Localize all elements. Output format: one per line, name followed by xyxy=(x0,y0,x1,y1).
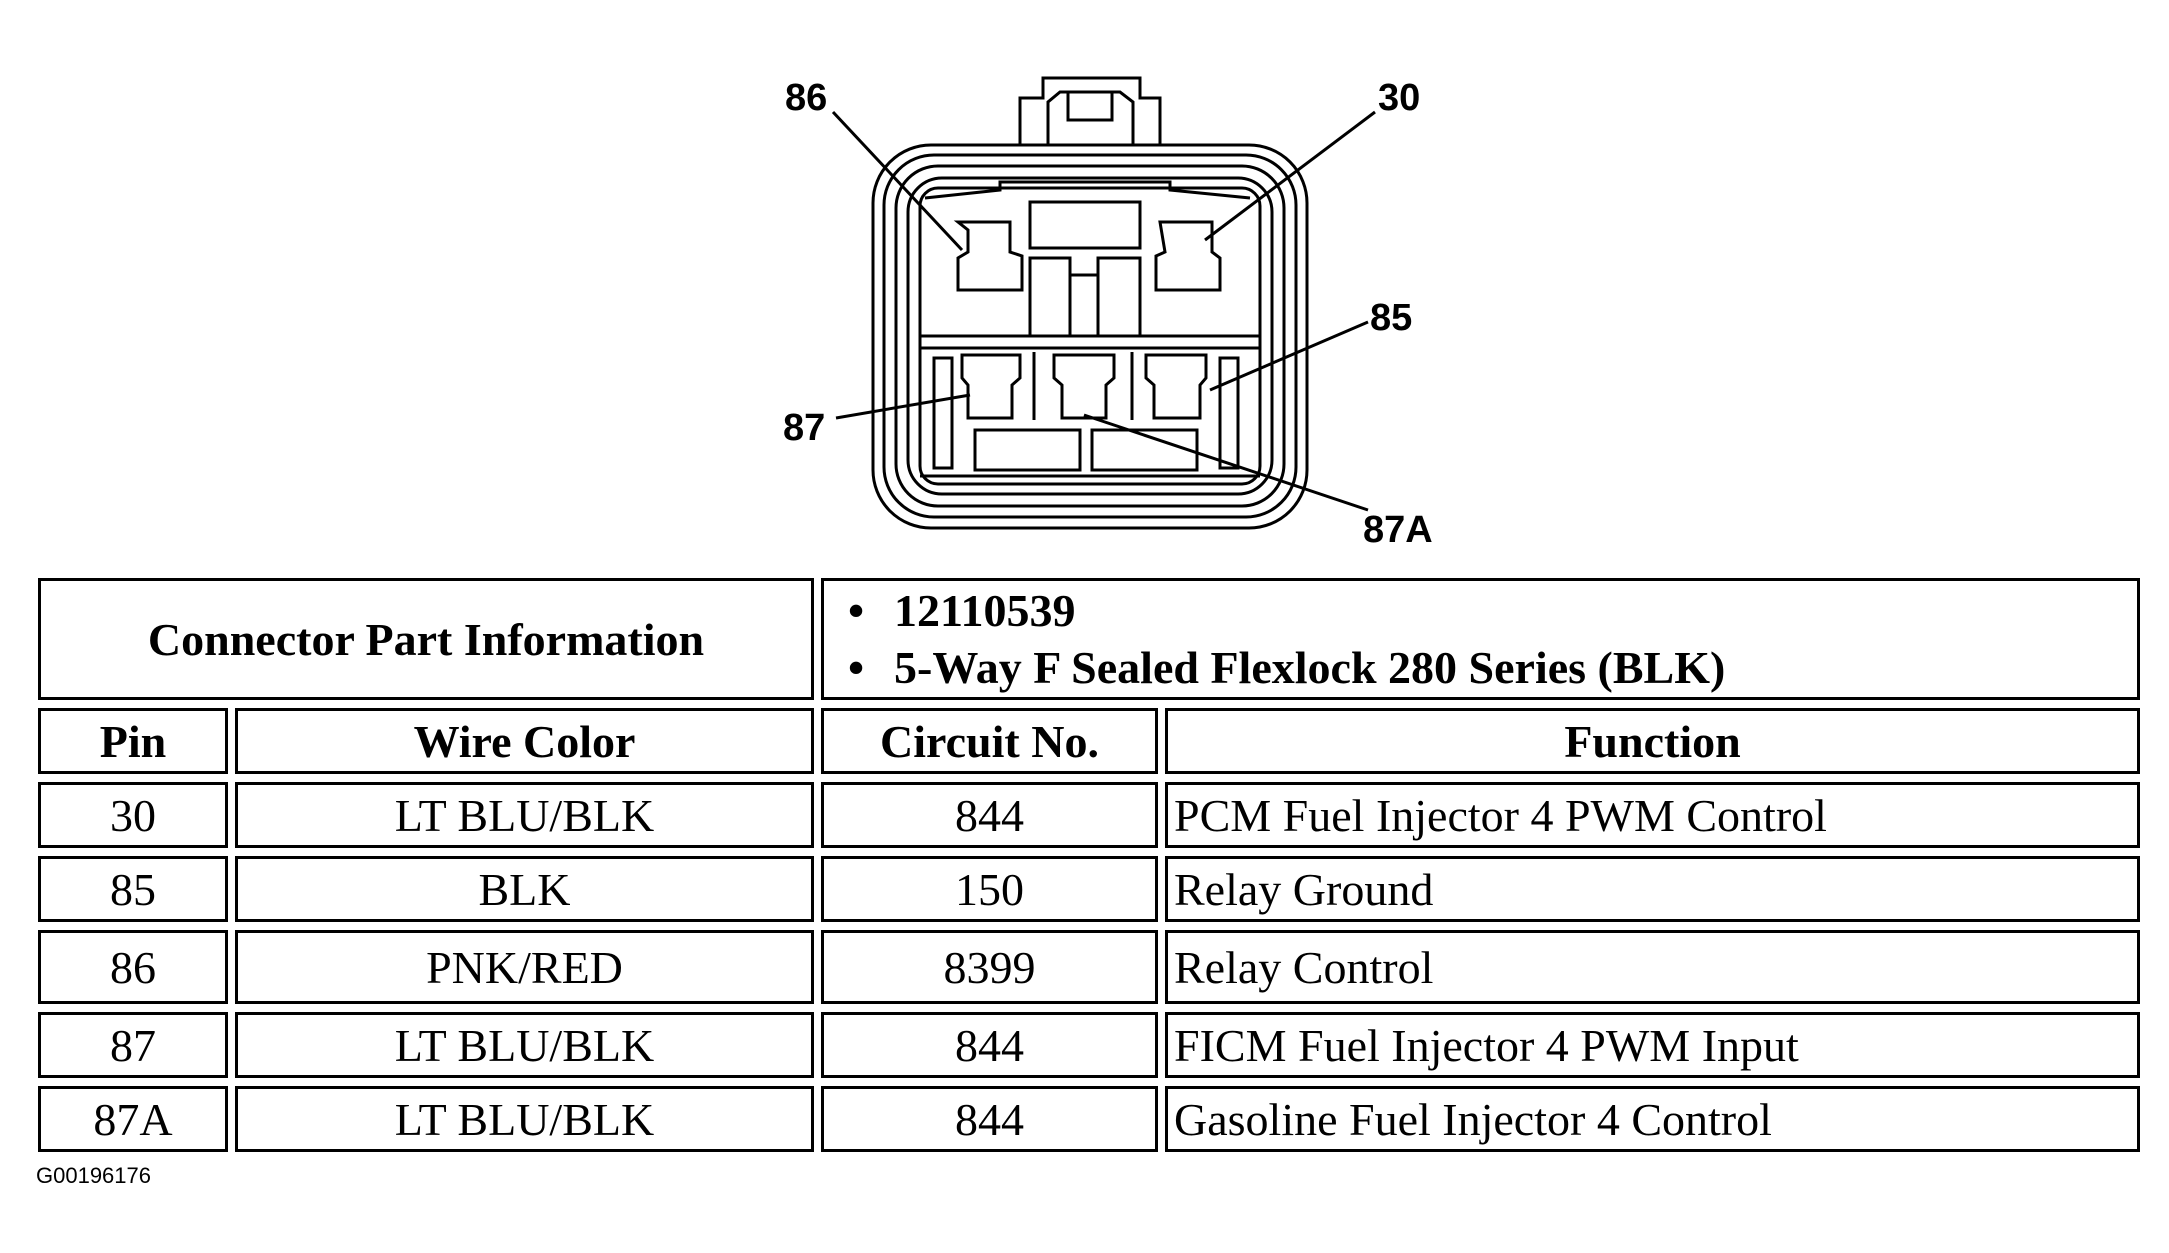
column-header-circuit-no: Circuit No. xyxy=(821,708,1158,774)
figure-id: G00196176 xyxy=(36,1163,151,1188)
cell-pin: 30 xyxy=(38,782,228,848)
column-header-pin: Pin xyxy=(38,708,228,774)
cell-wire-color: LT BLU/BLK xyxy=(235,1086,814,1152)
cell-pin: 86 xyxy=(38,930,228,1004)
part-number: 12110539 xyxy=(848,582,1725,639)
cell-function: Gasoline Fuel Injector 4 Control xyxy=(1165,1086,2140,1152)
cell-wire-color: PNK/RED xyxy=(235,930,814,1004)
cell-function: Relay Ground xyxy=(1165,856,2140,922)
pin-label-86: 86 xyxy=(785,77,827,119)
cell-circuit-no: 150 xyxy=(821,856,1158,922)
pin-label-87: 87 xyxy=(783,407,825,449)
pin-label-87a: 87A xyxy=(1363,509,1433,551)
connector-diagram: 86 30 85 87 87A xyxy=(783,76,1433,551)
pin-label-30: 30 xyxy=(1378,77,1420,119)
cell-function: Relay Control xyxy=(1165,930,2140,1004)
cell-circuit-no: 844 xyxy=(821,1086,1158,1152)
cell-function: FICM Fuel Injector 4 PWM Input xyxy=(1165,1012,2140,1078)
cell-wire-color: LT BLU/BLK xyxy=(235,1012,814,1078)
cell-pin: 87 xyxy=(38,1012,228,1078)
terminal-86 xyxy=(953,220,1024,292)
terminal-87a xyxy=(1052,353,1116,420)
terminal-87 xyxy=(960,353,1022,420)
column-header-function: Function xyxy=(1165,708,2140,774)
cell-wire-color: BLK xyxy=(235,856,814,922)
cell-function: PCM Fuel Injector 4 PWM Control xyxy=(1165,782,2140,848)
part-description: 5-Way F Sealed Flexlock 280 Series (BLK) xyxy=(848,639,1725,696)
connector-latch xyxy=(1018,76,1162,145)
cell-circuit-no: 8399 xyxy=(821,930,1158,1004)
cell-circuit-no: 844 xyxy=(821,1012,1158,1078)
terminal-85 xyxy=(1144,353,1208,420)
cell-pin: 85 xyxy=(38,856,228,922)
terminal-30 xyxy=(1154,220,1222,292)
connector-housing xyxy=(871,143,1309,530)
connector-info-header: Connector Part Information xyxy=(38,578,814,700)
connector-info-list: 12110539 5-Way F Sealed Flexlock 280 Ser… xyxy=(848,582,1725,696)
cell-pin: 87A xyxy=(38,1086,228,1152)
column-header-wire-color: Wire Color xyxy=(235,708,814,774)
cell-circuit-no: 844 xyxy=(821,782,1158,848)
pin-label-85: 85 xyxy=(1370,297,1412,339)
cell-wire-color: LT BLU/BLK xyxy=(235,782,814,848)
connector-info-details: 12110539 5-Way F Sealed Flexlock 280 Ser… xyxy=(821,578,2140,700)
